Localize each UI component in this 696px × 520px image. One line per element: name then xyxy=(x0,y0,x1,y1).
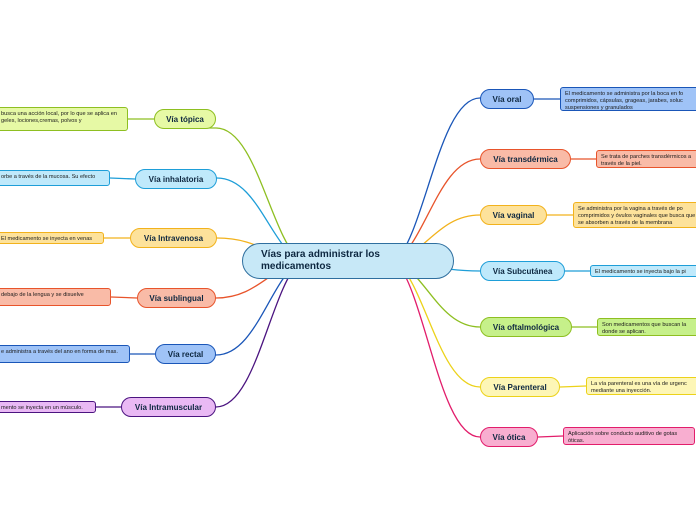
left-topic-3[interactable]: Vía Intravenosa xyxy=(130,228,217,248)
right-detail-link-7 xyxy=(537,435,564,438)
left-detail-6[interactable]: mento se inyecta en un músculo. xyxy=(0,401,96,413)
right-topic-2[interactable]: Vía transdérmica xyxy=(480,149,571,169)
left-detail-link-4 xyxy=(110,296,138,299)
left-link-1 xyxy=(215,127,301,262)
right-link-6 xyxy=(395,260,481,388)
right-topic-1[interactable]: Vía oral xyxy=(480,89,534,109)
right-topic-5[interactable]: Vía oftalmológica xyxy=(480,317,572,337)
left-detail-link-2 xyxy=(109,177,136,180)
right-link-1 xyxy=(395,97,481,262)
left-detail-5[interactable]: e administra a través del ano en forma d… xyxy=(0,345,130,363)
left-detail-4[interactable]: debajo de la lengua y se disuelve xyxy=(0,288,111,306)
left-topic-1[interactable]: Vía tópica xyxy=(154,109,216,129)
right-topic-3[interactable]: Vía vaginal xyxy=(480,205,547,225)
left-topic-4[interactable]: Vía sublingual xyxy=(137,288,216,308)
right-topic-7[interactable]: Vía ótica xyxy=(480,427,538,447)
right-topic-6[interactable]: Vía Parenteral xyxy=(480,377,560,397)
right-detail-link-6 xyxy=(559,385,587,388)
right-detail-5[interactable]: Son medicamentos que buscan la donde se … xyxy=(597,318,696,336)
right-detail-7[interactable]: Aplicación sobre conducto auditivo de go… xyxy=(563,427,695,445)
right-detail-1[interactable]: El medicamento se administra por la boca… xyxy=(560,87,696,111)
right-detail-2[interactable]: Se trata de parches transdérmicos a trav… xyxy=(596,150,696,168)
right-detail-4[interactable]: El medicamento se inyecta bajo la pi xyxy=(590,265,696,277)
right-topic-4[interactable]: Vía Subcutánea xyxy=(480,261,565,281)
left-detail-1[interactable]: busca una acción local, por lo que se ap… xyxy=(0,107,128,131)
right-detail-3[interactable]: Se administra por la vagina a través de … xyxy=(573,202,696,228)
central-topic[interactable]: Vías para administrar los medicamentos xyxy=(242,243,454,279)
left-topic-6[interactable]: Vía Intramuscular xyxy=(121,397,216,417)
left-link-6 xyxy=(215,260,301,408)
left-detail-3[interactable]: El medicamento se inyecta en venas xyxy=(0,232,104,244)
left-detail-2[interactable]: orbe a través de la mucosa. Su efecto xyxy=(0,170,110,186)
right-link-7 xyxy=(395,260,481,438)
right-detail-6[interactable]: La vía parenteral es una vía de urgenc m… xyxy=(586,377,696,395)
left-topic-2[interactable]: Vía inhalatoria xyxy=(135,169,217,189)
left-topic-5[interactable]: Vía rectal xyxy=(155,344,216,364)
